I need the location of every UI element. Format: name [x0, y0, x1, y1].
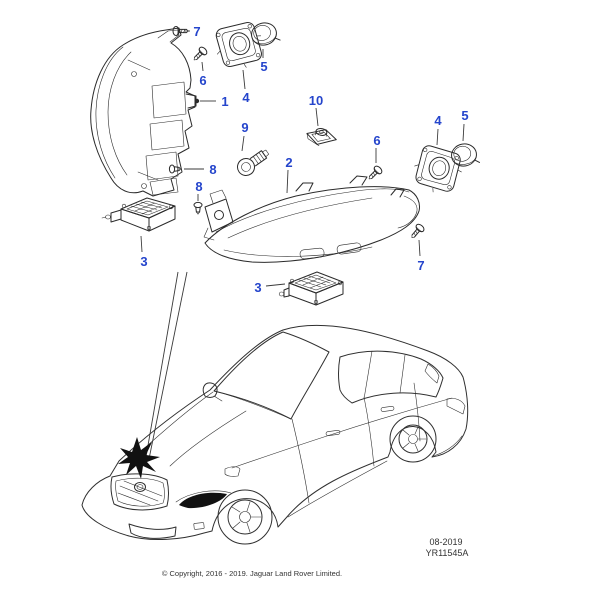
clip-nut [306, 127, 337, 147]
callout-1[interactable]: 1 [221, 94, 228, 109]
location-burst [118, 437, 160, 479]
callout-5-left[interactable]: 5 [260, 59, 267, 74]
screw-6-right [365, 164, 384, 183]
front-wheel [217, 489, 273, 545]
footer-drawing-number: YR11545A [426, 548, 469, 558]
control-module-left [101, 197, 176, 232]
location-leader [145, 271, 188, 460]
callout-4-left[interactable]: 4 [242, 90, 250, 105]
headlamp-housing-rear [90, 27, 197, 197]
callout-6-right[interactable]: 6 [373, 133, 380, 148]
callout-3-left[interactable]: 3 [140, 254, 147, 269]
rear-wheel [389, 415, 437, 463]
bulb-adjuster [237, 149, 270, 176]
screw-7-right [407, 222, 426, 242]
callout-8-upper[interactable]: 8 [209, 162, 216, 177]
footer: 08-2019 YR11545A © Copyright, 2016 - 201… [162, 537, 469, 578]
footer-copyright: © Copyright, 2016 - 2019. Jaguar Land Ro… [162, 569, 342, 578]
callout-6-left[interactable]: 6 [199, 73, 206, 88]
callout-7-right[interactable]: 7 [417, 258, 424, 273]
callout-2[interactable]: 2 [285, 155, 292, 170]
leader-lines [140, 30, 465, 287]
screw-8-lower [193, 201, 203, 215]
callout-9[interactable]: 9 [241, 120, 248, 135]
callouts: 7 6 1 4 5 9 8 8 10 2 6 4 5 7 3 3 [140, 24, 468, 295]
callout-4-right[interactable]: 4 [434, 113, 442, 128]
callout-8-lower[interactable]: 8 [195, 179, 202, 194]
control-module-right [278, 271, 344, 306]
screw-8-upper [168, 164, 182, 174]
callout-7-left[interactable]: 7 [193, 24, 200, 39]
headlamp-assembly [203, 175, 420, 263]
callout-5-right[interactable]: 5 [461, 108, 468, 123]
vehicle-illustration [81, 324, 469, 545]
footer-date-code: 08-2019 [429, 537, 462, 547]
callout-3-right[interactable]: 3 [254, 280, 261, 295]
callout-10[interactable]: 10 [309, 93, 323, 108]
screw-6-left [190, 45, 209, 64]
access-cover-right [409, 143, 466, 198]
